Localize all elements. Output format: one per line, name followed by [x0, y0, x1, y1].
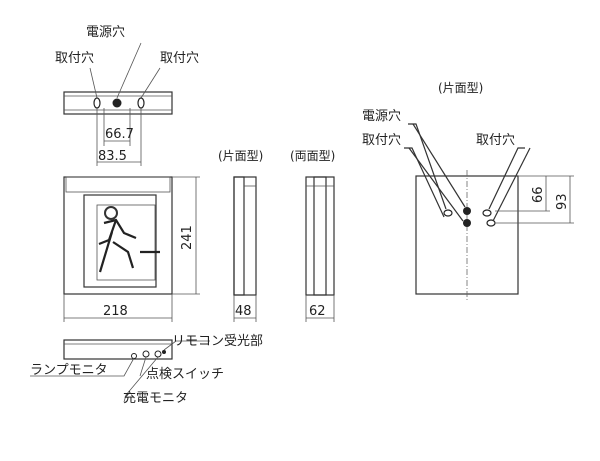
rear-view: (片面型) 電源穴 取付穴 取付穴 66 93 — [362, 81, 574, 300]
label-single-sided-side: (片面型) — [218, 149, 263, 163]
lamp-monitor-led — [131, 353, 137, 359]
label-double-sided-side: (両面型) — [290, 149, 335, 163]
dim-218: 218 — [103, 304, 128, 319]
bottom-view-body — [63, 339, 173, 360]
front-view-panel — [83, 194, 157, 288]
dim-66-7: 66.7 — [105, 127, 134, 142]
rear-mount-hole-right-1 — [482, 209, 492, 217]
top-power-hole — [112, 98, 122, 108]
front-view: 218 241 — [63, 176, 200, 322]
label-mount-hole-top-right: 取付穴 — [160, 51, 199, 66]
top-view-body — [63, 91, 173, 115]
dim-241: 241 — [180, 225, 195, 250]
side-double-body — [305, 176, 335, 296]
top-view: 66.7 83.5 電源穴 取付穴 取付穴 — [55, 25, 199, 166]
rear-mount-hole-left — [443, 209, 453, 217]
exit-sign-door — [96, 204, 156, 281]
label-remote-receiver: リモコン受光部 — [172, 334, 263, 349]
dim-48: 48 — [235, 304, 252, 319]
side-view-double: (両面型) 62 — [290, 149, 335, 322]
label-mount-hole-top-left: 取付穴 — [55, 51, 94, 66]
dim-66: 66 — [531, 186, 546, 203]
label-charge-monitor: 充電モニタ — [123, 390, 188, 406]
label-mount-hole-rear-right: 取付穴 — [476, 133, 515, 148]
dim-83-5: 83.5 — [98, 149, 127, 164]
label-power-hole-top: 電源穴 — [86, 25, 125, 40]
rear-power-hole-2 — [463, 219, 471, 227]
rear-power-hole — [463, 207, 471, 215]
bottom-view: リモコン受光部 ランプモニタ 点検スイッチ 充電モニタ — [30, 334, 263, 406]
remote-receiver — [162, 350, 166, 354]
side-single-body — [233, 176, 257, 296]
rear-mount-hole-right-2 — [486, 219, 496, 227]
label-check-switch: 点検スイッチ — [146, 367, 224, 382]
running-man-icon — [98, 206, 160, 273]
top-mount-hole-left — [93, 97, 101, 109]
label-single-sided-rear: (片面型) — [438, 81, 483, 95]
dim-93: 93 — [555, 193, 570, 210]
check-switch — [142, 350, 150, 358]
side-view-single: (片面型) 48 — [218, 149, 263, 322]
top-mount-hole-right — [137, 97, 145, 109]
label-mount-hole-rear-left: 取付穴 — [362, 133, 401, 148]
label-lamp-monitor: ランプモニタ — [30, 363, 108, 378]
charge-monitor-led — [154, 350, 162, 358]
label-power-hole-rear: 電源穴 — [362, 109, 401, 124]
dim-62: 62 — [309, 304, 326, 319]
